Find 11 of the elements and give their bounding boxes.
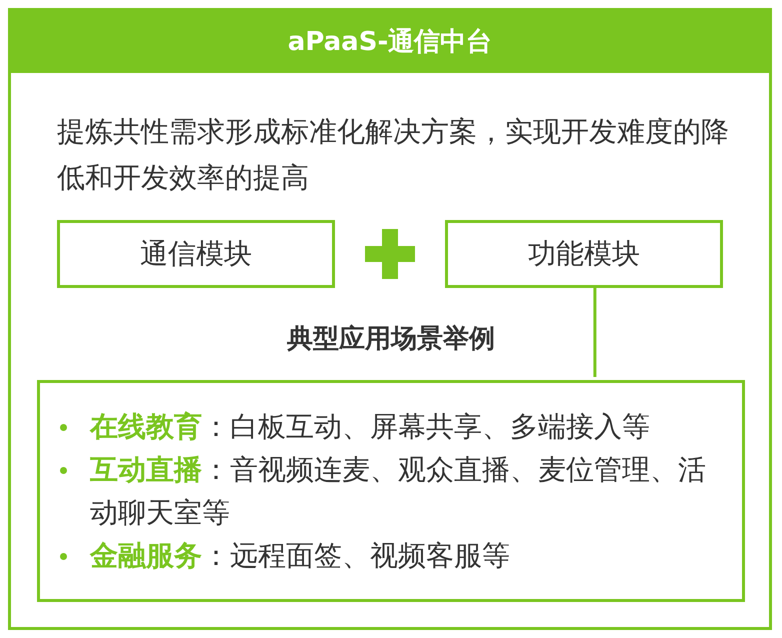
module-label: 通信模块 [140, 236, 252, 272]
description-text: 提炼共性需求形成标准化解决方案，实现开发难度的降低和开发效率的提高 [57, 114, 730, 196]
module-label: 功能模块 [528, 236, 640, 272]
scenario-item: 在线教育：白板互动、屏幕共享、多端接入等 [90, 410, 650, 443]
scenario-item: 互动直播：音视频连麦、观众直播、麦位管理、活动聊天室等 [90, 453, 706, 529]
scenario-item: 金融服务：远程面签、视频客服等 [90, 539, 510, 572]
module-box [57, 220, 335, 288]
panel-title: aPaaS-通信中台 [11, 11, 769, 73]
outer-panel [8, 8, 772, 630]
module-box [445, 220, 723, 288]
section-heading: 典型应用场景举例 [287, 323, 495, 356]
